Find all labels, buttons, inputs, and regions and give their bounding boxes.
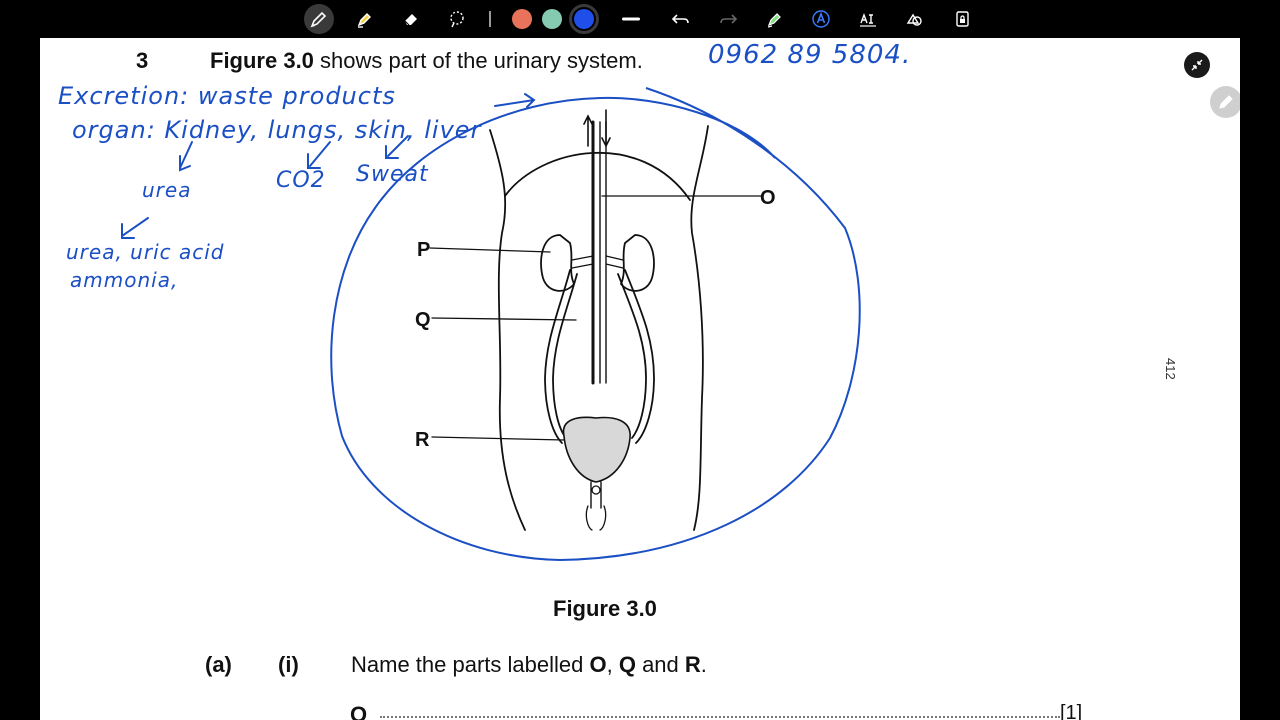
renal-vessels — [571, 255, 624, 269]
label-line-p — [429, 247, 551, 253]
label-line-r — [431, 436, 565, 441]
vein-arrow-down — [601, 109, 611, 148]
answer-line-o[interactable] — [380, 716, 1060, 718]
text-box-icon[interactable] — [853, 4, 883, 34]
pencil-icon — [1219, 95, 1233, 109]
annotation-toolbar — [0, 0, 1280, 38]
answer-label-o: O — [350, 702, 368, 720]
artery-arrow-up — [583, 114, 593, 147]
part-question-text: Name the parts labelled O, Q and R. — [351, 652, 707, 678]
ink-phone-number: 0962 89 5804. — [708, 40, 912, 70]
diaphragm-arc — [504, 152, 691, 201]
part-label-o: O — [589, 652, 607, 677]
toolbar-separator — [489, 11, 491, 27]
ink-sweat: Sweat — [356, 162, 429, 187]
line-width-icon[interactable] — [616, 4, 646, 34]
pen-tool-icon[interactable] — [304, 4, 334, 34]
part-roman: (i) — [278, 652, 299, 677]
ink-arrow-kidney — [179, 141, 193, 172]
figure-reference: Figure 3.0 — [210, 48, 314, 73]
question-number: 3 — [136, 48, 149, 73]
part-question-prefix: Name the parts labelled — [351, 652, 590, 677]
right-ureter-wall — [617, 273, 647, 439]
label-r: R — [415, 429, 430, 451]
urinary-system-diagram: O P Q R — [121, 87, 861, 562]
ink-line-organs: organ: Kidney, lungs, skin, liver — [72, 116, 482, 144]
part-letter: (a) — [205, 652, 232, 677]
ink-arrow-lungs — [307, 141, 331, 169]
ink-urea: urea — [142, 178, 192, 202]
undo-icon[interactable] — [666, 4, 696, 34]
left-kidney — [540, 234, 576, 292]
laser-pointer-icon[interactable] — [760, 4, 790, 34]
highlighter-tool-icon[interactable] — [350, 4, 380, 34]
text-recognition-icon[interactable] — [806, 4, 836, 34]
ink-arrow-urea — [121, 217, 149, 239]
left-ureter-wall — [552, 273, 578, 439]
right-ureter — [624, 269, 655, 444]
ink-co2: CO2 — [276, 168, 326, 193]
side-page-code: 412 — [1163, 358, 1178, 380]
left-ureter — [544, 269, 571, 444]
eraser-tool-icon[interactable] — [396, 4, 426, 34]
ink-circle-annotation — [330, 87, 861, 562]
question-text: Figure 3.0 shows part of the urinary sys… — [210, 48, 643, 74]
lock-icon[interactable] — [947, 4, 977, 34]
ink-line-excretion: Excretion: waste products — [58, 82, 396, 110]
ink-line-urea-uric-acid: urea, uric acid — [66, 240, 225, 264]
ink-arrow-right — [494, 93, 536, 108]
floating-pen-button[interactable] — [1210, 86, 1240, 118]
part-label-q: Q — [618, 652, 636, 677]
question-text-body: shows part of the urinary system. — [313, 48, 643, 73]
urethra-exit — [585, 505, 607, 531]
part-separator-2: and — [635, 652, 685, 677]
lasso-select-icon[interactable] — [442, 4, 472, 34]
label-line-q — [431, 317, 577, 321]
body-outline-right — [690, 125, 709, 531]
ink-line-ammonia: ammonia, — [70, 268, 179, 292]
sphincter — [591, 485, 601, 495]
color-swatch-green[interactable] — [542, 9, 562, 29]
label-q: Q — [415, 309, 431, 331]
document-page: 3 Figure 3.0 shows part of the urinary s… — [40, 38, 1240, 720]
bladder — [562, 416, 631, 483]
ink-arrow-skin — [385, 135, 409, 159]
part-label-r: R — [684, 652, 701, 677]
color-swatch-blue[interactable] — [569, 4, 599, 34]
urethra — [590, 481, 602, 509]
collapse-button[interactable] — [1184, 52, 1210, 78]
right-kidney — [619, 234, 655, 292]
marks-indicator: [1] — [1060, 702, 1083, 720]
collapse-icon — [1191, 59, 1203, 71]
figure-caption: Figure 3.0 — [553, 596, 657, 621]
part-separator-1: , — [606, 652, 619, 677]
color-swatch-orange[interactable] — [512, 9, 532, 29]
label-o: O — [760, 187, 776, 209]
redo-icon[interactable] — [713, 4, 743, 34]
body-outline-left — [489, 129, 526, 531]
shapes-icon[interactable] — [899, 4, 929, 34]
part-suffix: . — [700, 652, 707, 677]
label-p: P — [417, 239, 430, 261]
